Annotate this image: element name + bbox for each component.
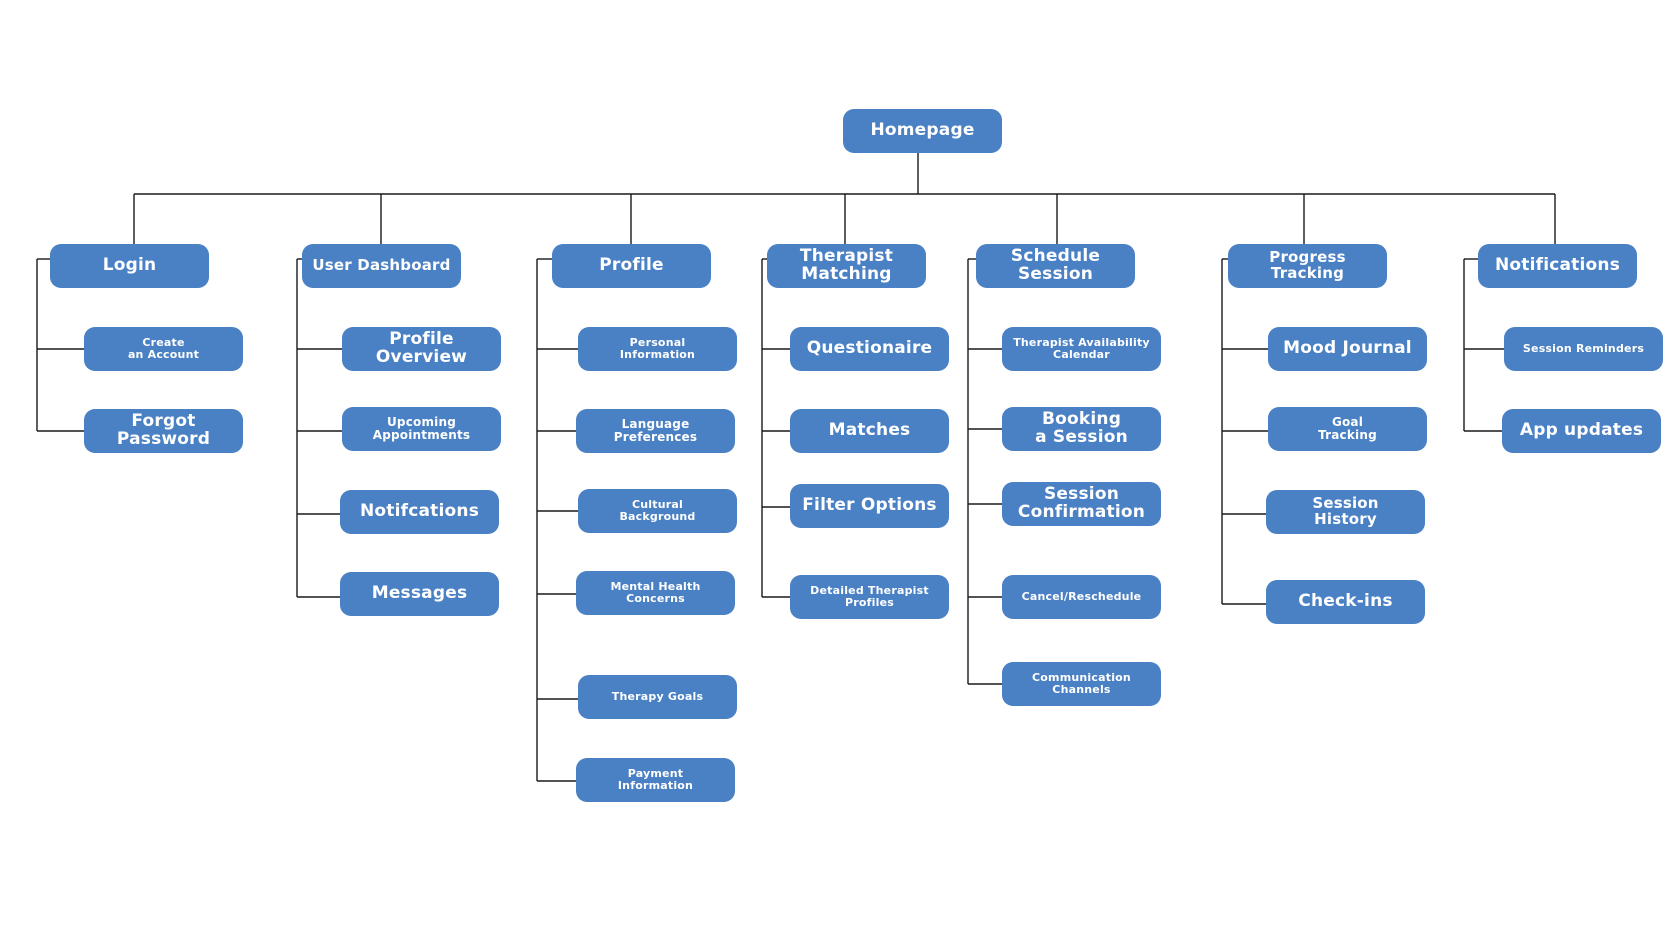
node-therapist-matching: Therapist Matching (767, 244, 926, 288)
node-login: Login (50, 244, 209, 288)
node-therapist-availability-calendar: Therapist Availability Calendar (1002, 327, 1161, 371)
node-notifications: Notifications (1478, 244, 1637, 288)
node-homepage: Homepage (843, 109, 1002, 153)
node-user-dashboard: User Dashboard (302, 244, 461, 288)
node-app-updates: App updates (1502, 409, 1661, 453)
node-profile: Profile (552, 244, 711, 288)
node-session-history: Session History (1266, 490, 1425, 534)
node-mental-health-concerns: Mental Health Concerns (576, 571, 735, 615)
node-schedule-session: Schedule Session (976, 244, 1135, 288)
node-mood-journal: Mood Journal (1268, 327, 1427, 371)
node-goal-tracking: Goal Tracking (1268, 407, 1427, 451)
node-forgot-password: Forgot Password (84, 409, 243, 453)
node-payment-information: Payment Information (576, 758, 735, 802)
node-detailed-therapist-profiles: Detailed Therapist Profiles (790, 575, 949, 619)
node-questionaire: Questionaire (790, 327, 949, 371)
node-filter-options: Filter Options (790, 484, 949, 528)
node-cancel-reschedule: Cancel/Reschedule (1002, 575, 1161, 619)
node-matches: Matches (790, 409, 949, 453)
node-therapy-goals: Therapy Goals (578, 675, 737, 719)
node-upcoming-appointments: Upcoming Appointments (342, 407, 501, 451)
node-notifcations: Notifcations (340, 490, 499, 534)
node-communication-channels: Communication Channels (1002, 662, 1161, 706)
node-cultural-background: Cultural Background (578, 489, 737, 533)
node-create-account: Create an Account (84, 327, 243, 371)
node-session-reminders: Session Reminders (1504, 327, 1663, 371)
node-session-confirmation: Session Confirmation (1002, 482, 1161, 526)
node-check-ins: Check-ins (1266, 580, 1425, 624)
node-personal-information: Personal Information (578, 327, 737, 371)
node-progress-tracking: Progress Tracking (1228, 244, 1387, 288)
node-messages: Messages (340, 572, 499, 616)
node-booking-a-session: Booking a Session (1002, 407, 1161, 451)
node-language-preferences: Language Preferences (576, 409, 735, 453)
node-profile-overview: Profile Overview (342, 327, 501, 371)
